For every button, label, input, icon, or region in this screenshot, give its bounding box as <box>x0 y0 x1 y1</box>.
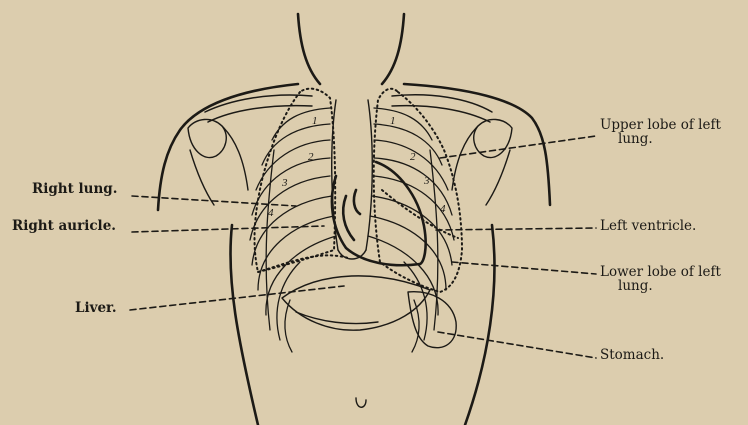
label-upper-lobe-line2: lung. <box>600 132 721 146</box>
rib-number-right-3: 3 <box>281 177 288 189</box>
clavicles <box>205 95 492 122</box>
label-lower-lobe-line2: lung. <box>600 279 721 293</box>
body-outline <box>158 14 550 425</box>
label-upper-lobe-left-lung: Upper lobe of left lung. <box>600 118 721 146</box>
rib-number-right-4: 4 <box>268 207 274 219</box>
rib-number-right-1: 1 <box>312 115 318 127</box>
rib-number-left-1: 1 <box>390 115 396 127</box>
navel <box>356 398 366 407</box>
rib-number-left-3: 3 <box>423 175 430 187</box>
label-liver: Liver. <box>75 301 117 315</box>
abdominal-organs <box>282 276 456 348</box>
ribs-right-side <box>250 108 336 352</box>
label-left-ventricle: Left ventricle. <box>600 219 696 233</box>
rib-number-left-2: 2 <box>410 151 416 163</box>
label-lower-lobe-left-lung: Lower lobe of left lung. <box>600 265 721 293</box>
shoulder-bones <box>188 119 512 205</box>
label-stomach: Stomach. <box>600 348 664 362</box>
rib-number-left-4: 4 <box>440 203 446 215</box>
rib-number-right-2: 2 <box>308 151 314 163</box>
leader-lines <box>130 136 596 358</box>
label-right-lung: Right lung. <box>32 182 117 196</box>
label-right-auricle: Right auricle. <box>12 219 116 233</box>
